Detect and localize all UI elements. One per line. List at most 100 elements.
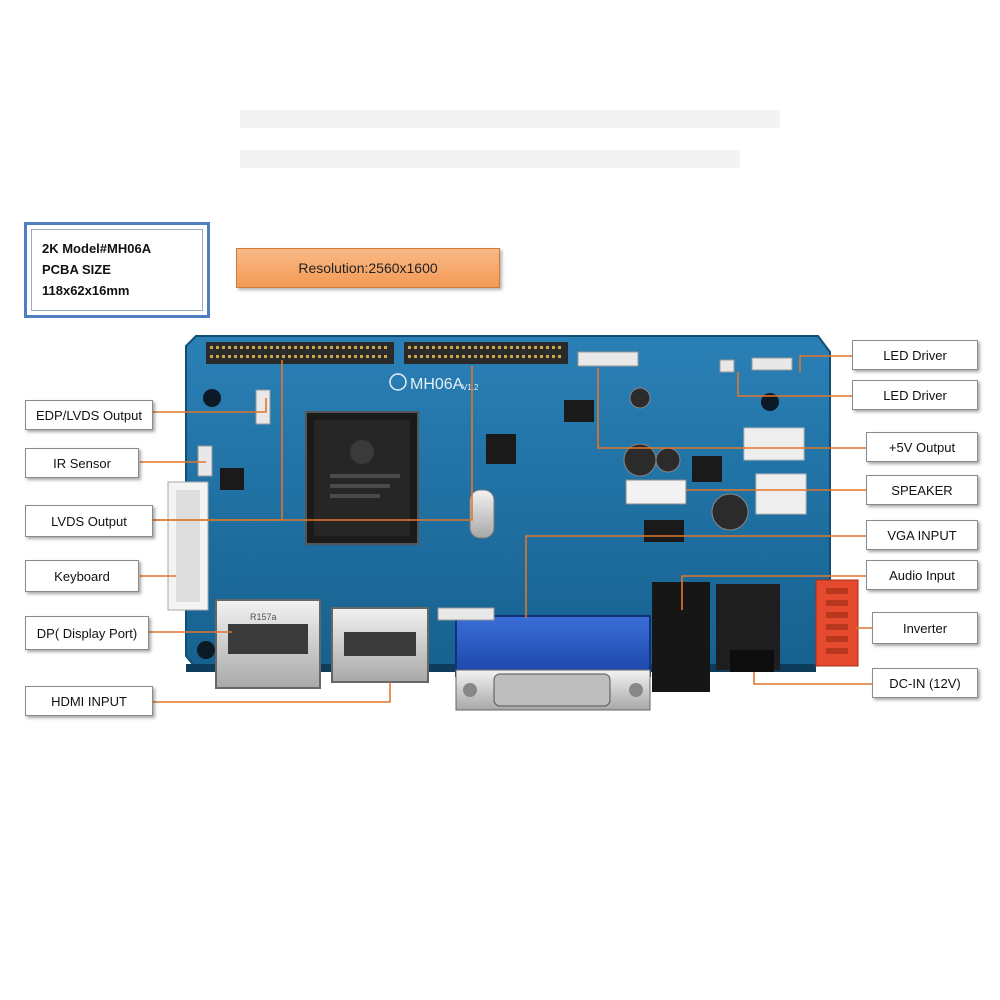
header-pin [444,355,447,358]
audio-jack [652,582,710,692]
header-pin [432,346,435,349]
header-pin [288,355,291,358]
header-pin [324,346,327,349]
header-pin [414,355,417,358]
inverter-pin [826,624,848,630]
header-pin [378,346,381,349]
model-name: 2K Model#MH06A [42,241,152,256]
header-pin [360,355,363,358]
header-pin [318,355,321,358]
header-pin [552,355,555,358]
header-pin [234,355,237,358]
header-pin [312,355,315,358]
header-pin [468,355,471,358]
header-pin [372,346,375,349]
header-pin [366,346,369,349]
pcba-dimensions: 118x62x16mm [42,283,130,298]
header-pin [210,346,213,349]
header-pin [450,346,453,349]
header-pin [540,346,543,349]
header-pin [240,355,243,358]
header-pin [540,355,543,358]
ir-header [197,445,213,477]
label-audio-input: Audio Input [866,560,978,590]
header-pin [462,355,465,358]
header-pin [486,355,489,358]
header-pin [330,355,333,358]
label-edp-lvds-output: EDP/LVDS Output [25,400,153,430]
header-pin [294,355,297,358]
header-pin [546,355,549,358]
header-pin [228,346,231,349]
capacitor [711,493,749,531]
ic-small [692,456,722,482]
header-pin [414,346,417,349]
header-pin [234,346,237,349]
header-pin [312,346,315,349]
header-pin [516,355,519,358]
header-pin [444,346,447,349]
pin-header-left [206,342,394,364]
header-pin [300,346,303,349]
header-pin [426,346,429,349]
capacitor [655,447,681,473]
crystal [469,489,495,539]
header-pin [468,346,471,349]
header-pin [294,346,297,349]
header-pin [222,346,225,349]
header-pin [354,355,357,358]
header-pin [438,355,441,358]
header-pin [222,355,225,358]
header-pin [384,355,387,358]
header-pin [246,355,249,358]
header-pin [486,346,489,349]
label-dp-display-port: DP( Display Port) [25,616,149,650]
header-pin [366,355,369,358]
model-info-inner: 2K Model#MH06A PCBA SIZE 118x62x16mm [31,229,203,311]
header-pin [462,346,465,349]
header-pin [480,346,483,349]
header-pin [258,346,261,349]
header-pin [330,346,333,349]
inverter-pin [826,612,848,618]
header-pin [306,346,309,349]
label-5v-output: +5V Output [866,432,978,462]
label-lvds-output: LVDS Output [25,505,153,537]
silkscreen-logo [389,373,407,391]
header-pin [522,346,525,349]
header-pin [264,346,267,349]
header-pin [504,355,507,358]
label-hdmi-input: HDMI INPUT [25,686,153,716]
header-pin [348,355,351,358]
header-pin [558,346,561,349]
header-pin [384,346,387,349]
vga-port [455,615,651,677]
header-pin [288,346,291,349]
header-pin [258,355,261,358]
ic-small [644,520,684,542]
header-pin [450,355,453,358]
mounting-hole [203,389,221,407]
header-pin [210,355,213,358]
header-pin [552,346,555,349]
ic-small [486,434,516,464]
label-inverter: Inverter [872,612,978,644]
inverter-pin [826,636,848,642]
pin-header-right [404,342,568,364]
header-pin [246,346,249,349]
header-pin [228,355,231,358]
inverter-pin [826,600,848,606]
inverter-pin [826,648,848,654]
header-pin [522,355,525,358]
header-pin [408,355,411,358]
header-pin [336,355,339,358]
led-pad [755,473,807,515]
header-pin [324,355,327,358]
header-pin [360,346,363,349]
header-pin [474,355,477,358]
header-pin [426,355,429,358]
header-pin [480,355,483,358]
leader-lines [140,355,874,703]
header-pin [282,355,285,358]
